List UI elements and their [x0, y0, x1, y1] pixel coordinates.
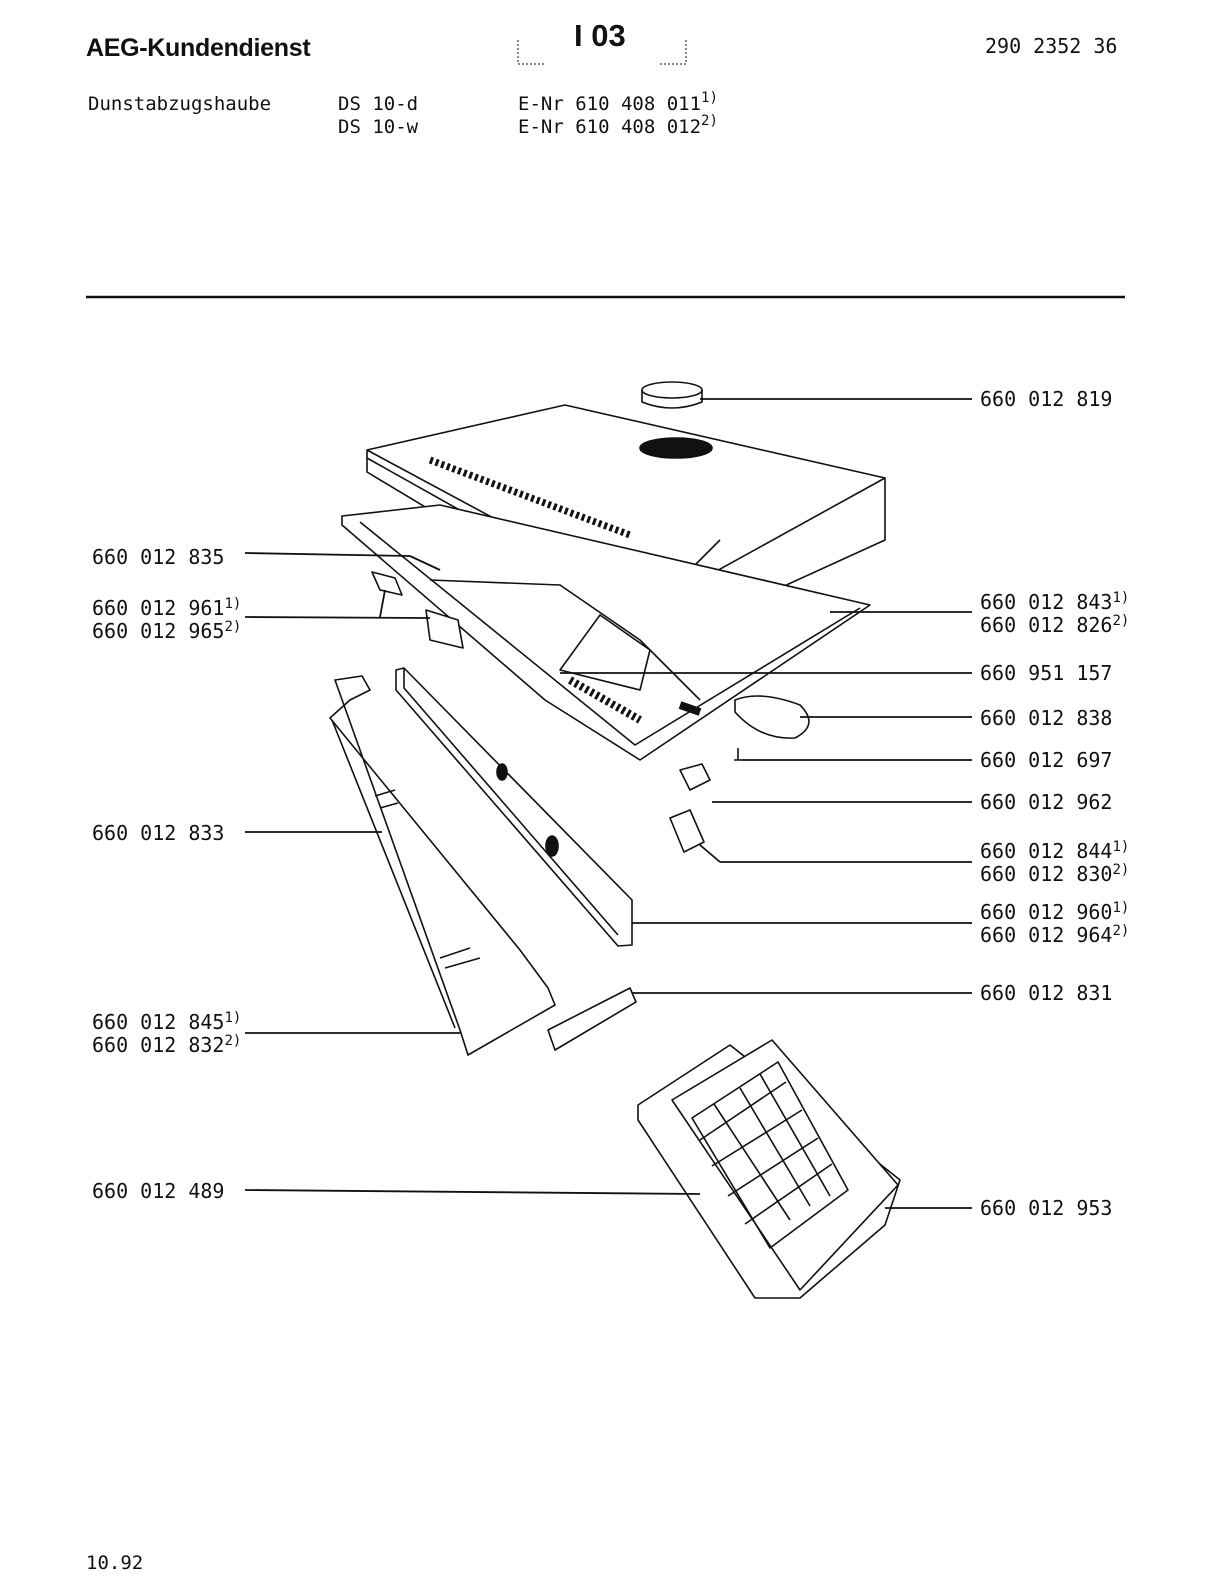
leader-lines-right — [560, 398, 972, 1209]
part-label-right-6: 660 012 962 — [980, 790, 1113, 814]
part-label-left-5: 660 012 489 — [92, 1179, 225, 1203]
sheet-number: I 03 — [574, 18, 626, 53]
screw-part — [734, 748, 742, 761]
front-panel-strip — [395, 667, 633, 947]
part-label-left-3: 660 012 833 — [92, 821, 225, 845]
lamp-holder-part — [679, 763, 711, 791]
enr-variant-2: E-Nr 610 408 0122) — [518, 113, 718, 138]
part-label-right-1: 660 012 819 — [980, 387, 1113, 411]
document-number: 290 2352 36 — [985, 34, 1118, 58]
part-label-right-5: 660 012 697 — [980, 748, 1113, 772]
part-label-left-4: 660 012 8451)660 012 8322) — [92, 1010, 242, 1057]
part-label-right-9: 660 012 831 — [980, 981, 1113, 1005]
part-label-right-3: 660 951 157 — [980, 661, 1113, 685]
part-label-right-10: 660 012 953 — [980, 1196, 1113, 1220]
part-label-right-7: 660 012 8441)660 012 8302) — [980, 839, 1130, 886]
end-trim-part — [547, 987, 637, 1051]
model-variant-1: DS 10-d — [338, 93, 419, 115]
filter-frame — [637, 1039, 901, 1299]
part-label-right-4: 660 012 838 — [980, 706, 1113, 730]
part-label-left-1: 660 012 835 — [92, 545, 225, 569]
lamp-cover-part — [734, 695, 810, 739]
brand-title: AEG-Kundendienst — [86, 34, 311, 62]
outlet-opening — [639, 437, 713, 459]
part-label-right-2: 660 012 8431)660 012 8262) — [980, 590, 1130, 637]
glass-visor — [329, 675, 556, 1056]
part-label-left-2: 660 012 9611)660 012 9652) — [92, 596, 242, 643]
footer-date: 10.92 — [86, 1552, 144, 1574]
slide-button-2 — [425, 609, 464, 649]
part-label-right-8: 660 012 9601)660 012 9642) — [980, 900, 1130, 947]
product-name: Dunstabzugshaube — [88, 93, 272, 115]
model-variant-2: DS 10-w — [338, 116, 419, 138]
slide-button-1 — [371, 571, 403, 596]
bracket-right-mark — [660, 40, 687, 65]
grease-filter-part — [559, 614, 651, 691]
bracket-left-mark — [517, 40, 544, 65]
leader-lines-left — [244, 552, 701, 1195]
outlet-cap-part — [641, 381, 703, 409]
enr-variant-1: E-Nr 610 408 0111) — [518, 90, 718, 115]
switch-part — [669, 809, 705, 853]
